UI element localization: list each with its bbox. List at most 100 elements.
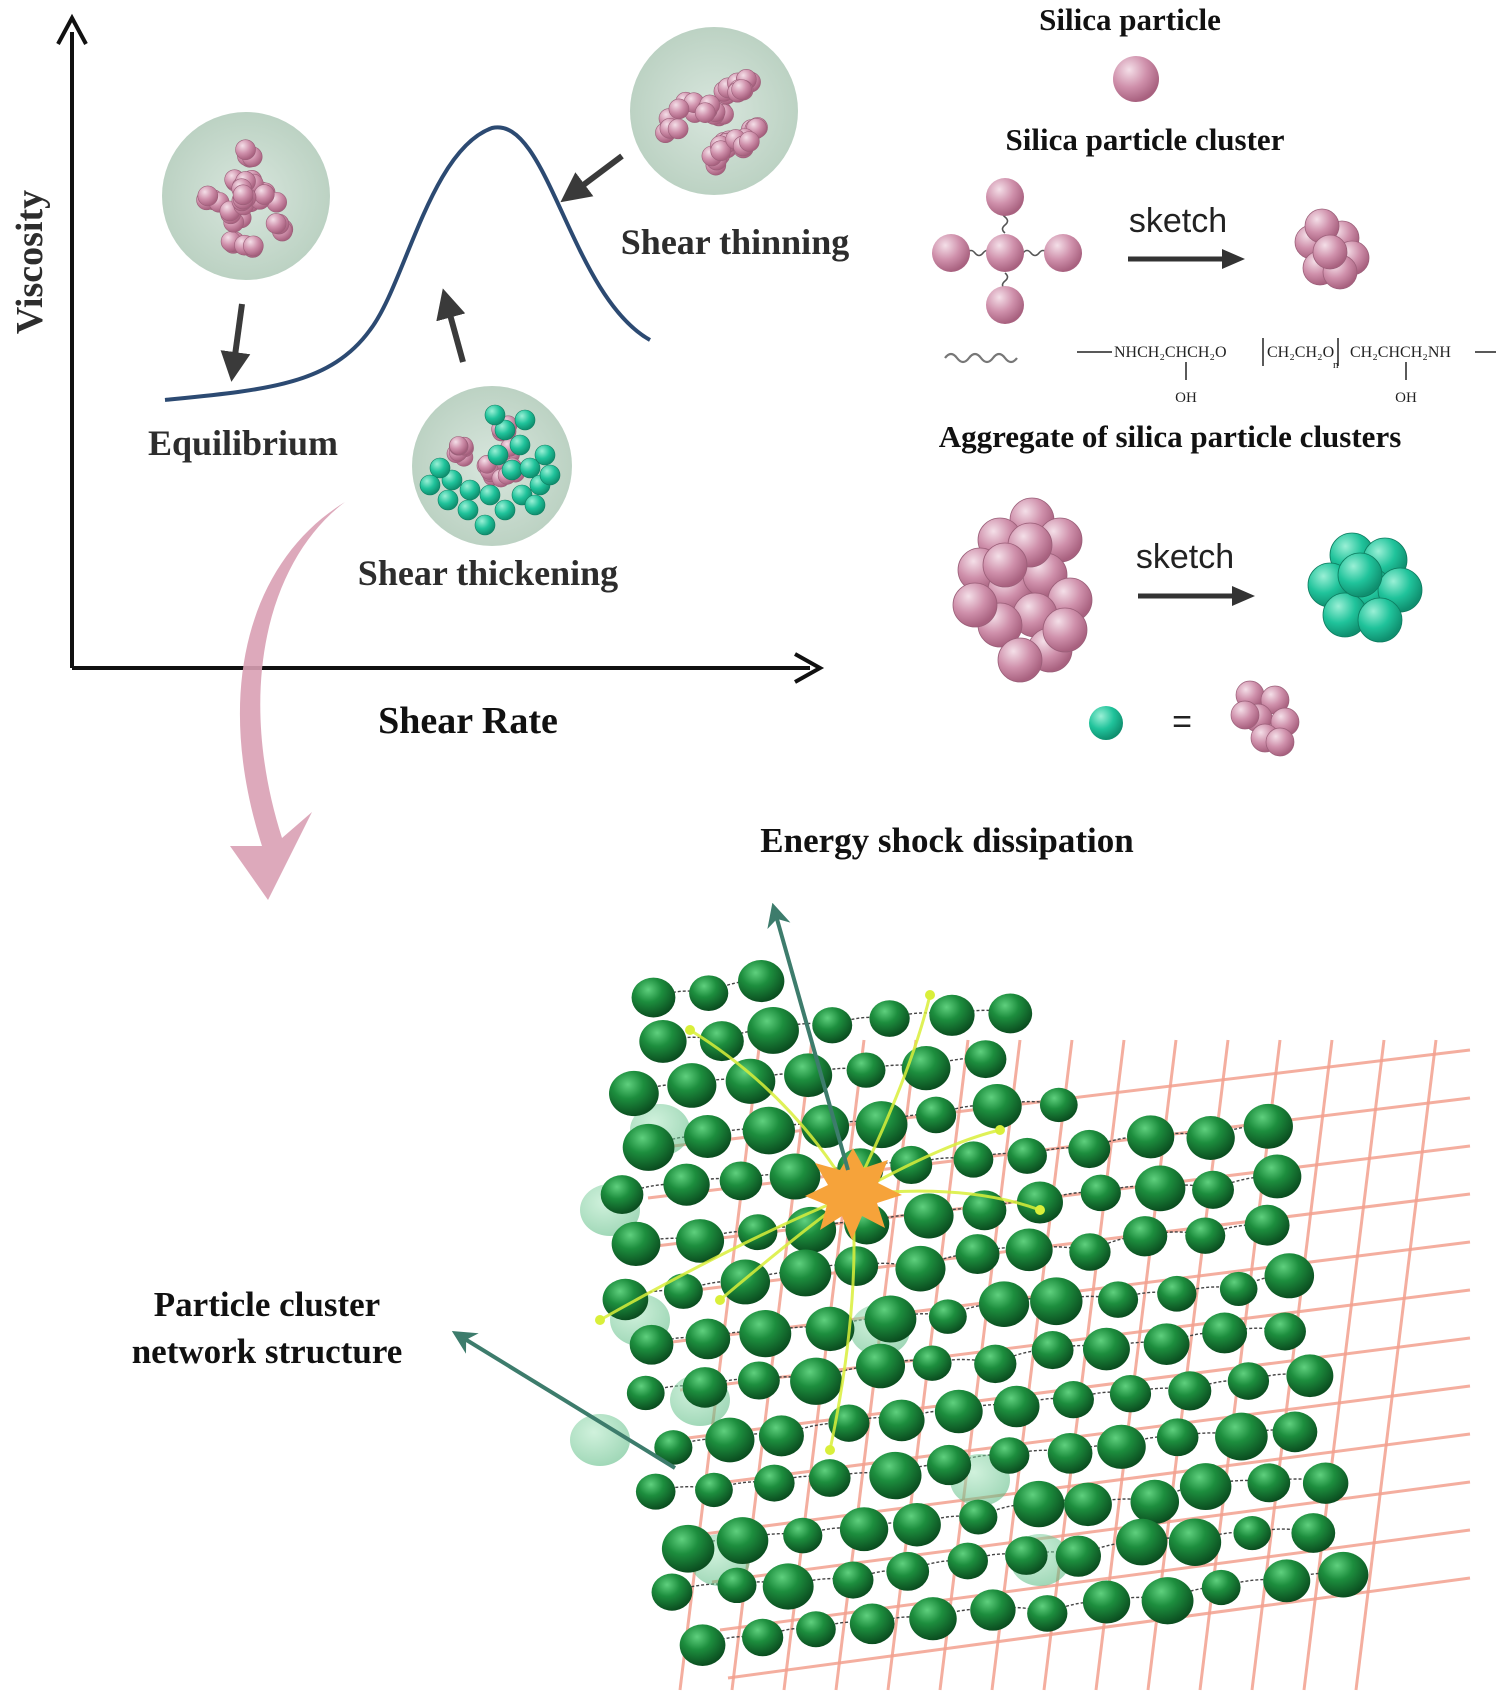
- cluster-node: [631, 977, 676, 1018]
- sketch-arrow-2: [1138, 586, 1255, 606]
- equilibrium-label: Equilibrium: [148, 423, 338, 463]
- chem-oh-2: OH: [1395, 390, 1417, 406]
- cluster-node: [1215, 1412, 1268, 1461]
- cluster-node: [1233, 1516, 1271, 1551]
- cluster-node: [955, 1234, 1000, 1275]
- silica-particle-icon: [1113, 56, 1159, 102]
- cluster-node: [869, 1451, 922, 1500]
- cluster-node: [1052, 1381, 1094, 1419]
- shear-thinning-label: Shear thinning: [621, 222, 849, 262]
- pink-particle: [243, 235, 264, 257]
- pink-particle: [253, 184, 275, 205]
- sketch-arrow-1: [1128, 249, 1245, 269]
- cluster-node: [1264, 1312, 1306, 1351]
- cluster-node: [661, 1524, 715, 1573]
- cluster-node: [1156, 1418, 1199, 1457]
- cluster-node: [1027, 1595, 1068, 1632]
- energy-path-tip: [1035, 1205, 1045, 1215]
- cluster-node: [834, 1246, 879, 1286]
- mesh-line: [711, 1480, 1471, 1584]
- polymer-link: [977, 1246, 1030, 1255]
- teal-particle: [457, 499, 479, 521]
- cluster-node: [758, 1415, 804, 1457]
- cluster-node: [1244, 1204, 1290, 1246]
- cluster-node: [685, 1318, 731, 1360]
- teal-particle: [459, 479, 481, 501]
- teal-particle: [524, 494, 546, 516]
- mesh-line: [1354, 1039, 1438, 1691]
- inset-particles: [196, 69, 768, 536]
- teal-particle: [501, 459, 523, 481]
- teal-particle: [539, 464, 561, 486]
- chem-left-group: NHCH₂CHCH₂O: [1114, 344, 1227, 361]
- polymer-link: [880, 1359, 933, 1367]
- cluster-node: [1302, 1462, 1349, 1504]
- network-structure-label-line2: network structure: [132, 1332, 403, 1371]
- teal-particle: [487, 444, 509, 466]
- cluster-node: [1157, 1275, 1197, 1312]
- polymer-link: [1238, 1274, 1290, 1290]
- cluster-node: [725, 1058, 776, 1104]
- big-curved-arrow: [230, 502, 345, 900]
- cluster-node: [769, 1153, 821, 1200]
- cluster-node: [1186, 1116, 1235, 1160]
- teal-particle: [494, 499, 516, 521]
- pink-particle: [667, 118, 689, 140]
- cluster-node: [1168, 1518, 1222, 1566]
- cluster-node: [1039, 1087, 1078, 1123]
- pink-particle: [235, 139, 256, 161]
- cluster-node: [602, 1278, 649, 1321]
- polymer-link: [848, 1416, 902, 1424]
- aggregate-label: Aggregate of silica particle clusters: [939, 419, 1402, 454]
- energy-path-tip: [685, 1025, 695, 1035]
- cluster-node: [747, 1007, 799, 1054]
- cluster-node: [901, 1046, 951, 1091]
- cluster-node: [1201, 1569, 1241, 1606]
- cluster-node: [742, 1106, 795, 1155]
- polymer-link: [1003, 1297, 1057, 1305]
- cluster-node: [1243, 1103, 1293, 1149]
- cluster-node: [699, 1021, 744, 1062]
- teal-particle: [534, 444, 556, 466]
- cluster-node: [790, 1357, 843, 1405]
- teal-particle: [1337, 552, 1383, 598]
- teal-particle: [437, 489, 459, 511]
- cluster-node: [1016, 1181, 1063, 1224]
- teal-particle: [484, 404, 506, 426]
- cluster-node: [1031, 1331, 1074, 1370]
- cluster-node: [629, 1324, 674, 1365]
- teal-particle: [514, 409, 536, 431]
- shear-thickening-label: Shear thickening: [358, 553, 618, 593]
- teal-particle: [474, 514, 496, 536]
- cluster-node: [684, 1115, 732, 1158]
- silica-particle-cluster-label: Silica particle cluster: [1006, 122, 1285, 157]
- teal-particle: [1357, 597, 1403, 643]
- pink-particle: [197, 185, 219, 207]
- pink-particle: [232, 184, 254, 206]
- equals-sign: =: [1172, 703, 1192, 741]
- y-axis-label: Viscosity: [9, 190, 51, 334]
- teal-particle: [479, 484, 501, 506]
- polymer-link: [1241, 1429, 1296, 1438]
- teal-particle: [429, 457, 451, 479]
- cluster-node: [812, 1007, 853, 1044]
- cluster-node: [974, 1344, 1017, 1384]
- impact-burst: [805, 1148, 902, 1240]
- cluster-node: [962, 1190, 1007, 1231]
- network-structure-label-line1: Particle cluster: [154, 1285, 380, 1324]
- cluster-node: [839, 1507, 889, 1552]
- pink-particle: [1042, 607, 1088, 653]
- mesh-line: [1302, 1039, 1386, 1691]
- cluster-node: [1318, 1551, 1369, 1598]
- cluster-node: [970, 1589, 1016, 1631]
- sketch-label-2: sketch: [1136, 538, 1234, 576]
- cluster-node: [1047, 1432, 1093, 1474]
- cluster-node: [783, 1517, 823, 1554]
- cluster-node: [989, 1437, 1030, 1474]
- cluster-node: [1264, 1253, 1315, 1299]
- cluster-node: [1123, 1216, 1168, 1257]
- cluster-node: [909, 1597, 957, 1641]
- cluster-node: [1013, 1480, 1065, 1528]
- cluster-node: [1005, 1228, 1053, 1272]
- cluster-node: [626, 1375, 665, 1411]
